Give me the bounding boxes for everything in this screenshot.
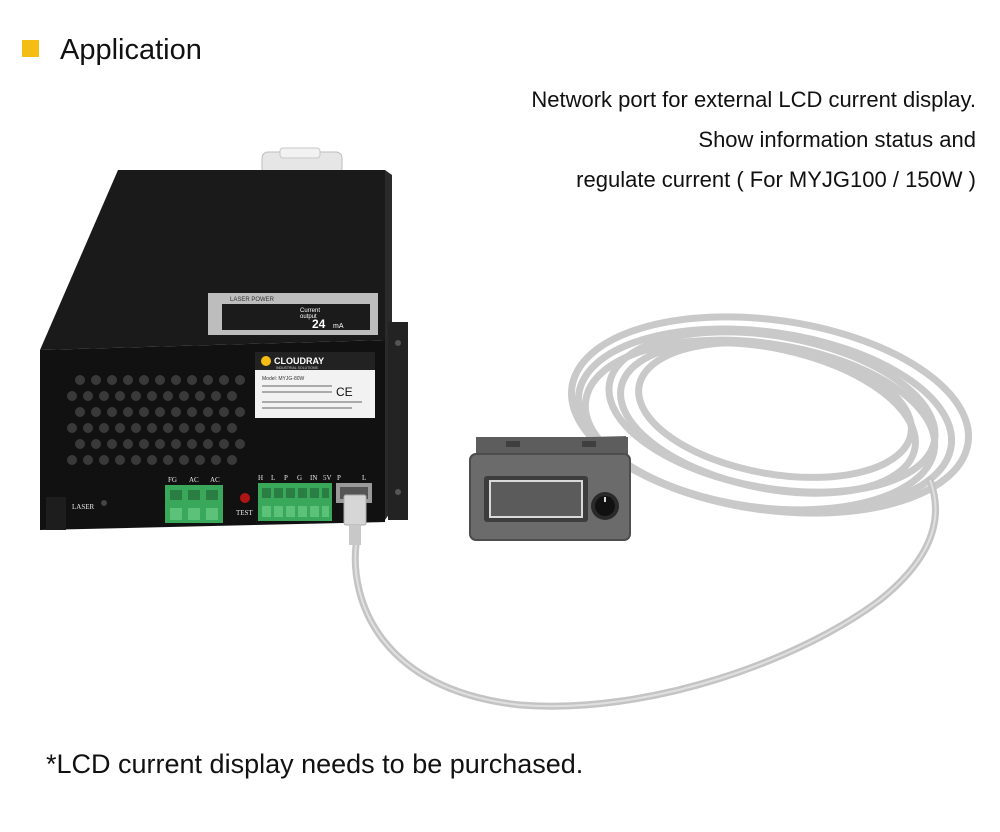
terminal-label-g: G: [297, 474, 302, 482]
panel-current-label: Current: [300, 308, 320, 314]
terminal-label-h: H: [258, 474, 263, 482]
panel-output-label: output: [300, 314, 317, 320]
laser-led: [101, 500, 107, 506]
model-line: Model: MYJG-80W: [262, 376, 305, 382]
laser-power-supply: LASER POWER Current output 24 mA CLOUDRA…: [40, 170, 408, 545]
description-line-3: regulate current ( For MYJG100 / 150W ): [576, 167, 976, 192]
ethernet-port: [336, 483, 372, 545]
square-bullet-icon: [22, 40, 39, 57]
lcd-current-display: [469, 436, 631, 541]
section-title: Application: [60, 34, 202, 66]
power-display-panel: LASER POWER Current output 24 mA: [208, 293, 378, 335]
terminal-label-ac2: AC: [210, 476, 220, 484]
terminal-label-5v: 5V: [323, 474, 332, 482]
description-line-1: Network port for external LCD current di…: [531, 87, 976, 112]
rear-connector: [261, 147, 343, 175]
brand-sub: INDUSTRIAL SOLUTIONS: [276, 366, 319, 370]
test-button: [240, 493, 250, 503]
brand-name: CLOUDRAY: [274, 356, 324, 366]
product-label: CLOUDRAY INDUSTRIAL SOLUTIONS Model: MYJ…: [255, 352, 375, 418]
terminal-label-fg: FG: [168, 476, 177, 484]
terminal-label-ac1: AC: [189, 476, 199, 484]
terminal-label-p2: P: [337, 474, 341, 482]
terminal-label-in: IN: [310, 474, 317, 482]
signal-terminal-block: [258, 483, 332, 521]
terminal-label-l2: L: [362, 474, 366, 482]
panel-value: 24: [312, 317, 326, 331]
ac-terminal-block: [165, 485, 223, 523]
description-line-2: Show information status and: [698, 127, 976, 152]
rotary-knob-icon: [591, 492, 619, 520]
footnote: *LCD current display needs to be purchas…: [46, 749, 584, 779]
laser-label: LASER: [72, 503, 95, 511]
coiled-cable: [568, 313, 972, 517]
description-block: Network port for external LCD current di…: [531, 80, 976, 200]
terminal-label-l: L: [271, 474, 275, 482]
vent-grille: [67, 375, 245, 465]
panel-unit: mA: [333, 323, 344, 330]
terminal-label-p: P: [284, 474, 288, 482]
ce-mark: CE: [336, 385, 353, 399]
test-label: TEST: [236, 509, 253, 517]
panel-header: LASER POWER: [230, 297, 275, 303]
